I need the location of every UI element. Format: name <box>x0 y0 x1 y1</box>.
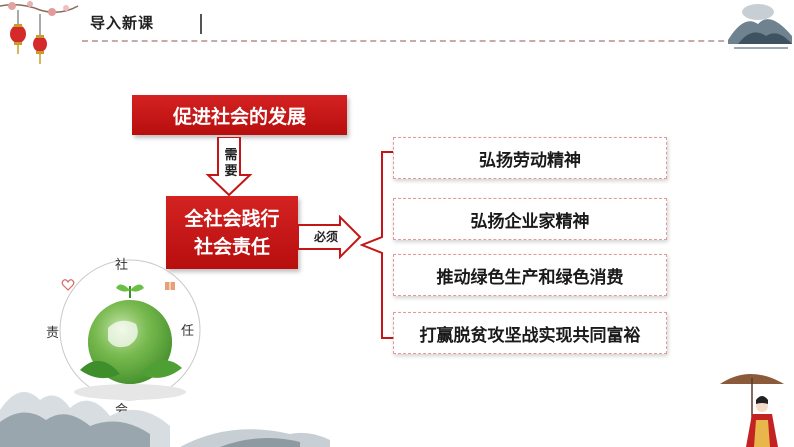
item-box: 打赢脱贫攻坚战实现共同富裕 <box>393 312 667 354</box>
header-dashed-line <box>82 40 754 42</box>
center-box-line2: 社会责任 <box>193 235 270 258</box>
bracket-connector <box>360 151 396 339</box>
social-responsibility-box: 全社会践行 社会责任 <box>166 196 298 269</box>
center-box-line1: 全社会践行 <box>184 207 280 230</box>
heart-icon <box>61 279 75 291</box>
must-label: 必须 <box>313 230 338 244</box>
item-box: 弘扬企业家精神 <box>393 198 667 240</box>
book-icon <box>165 282 175 290</box>
right-arrow-icon <box>298 215 362 259</box>
need-label: 需 要 <box>222 148 240 180</box>
green-globe-illustration <box>59 259 201 401</box>
figure-with-umbrella-icon <box>720 374 784 447</box>
circle-label-right: 任 <box>181 324 195 339</box>
ink-mountains-decoration-icon <box>0 392 330 447</box>
item-box: 推动绿色生产和绿色消费 <box>393 254 667 296</box>
circle-label-top: 社 <box>115 258 129 273</box>
mountain-decoration-icon <box>728 4 792 49</box>
item-box: 弘扬劳动精神 <box>393 137 667 179</box>
promote-society-box: 促进社会的发展 <box>132 95 347 135</box>
circle-label-left: 责 <box>46 326 60 341</box>
down-arrow-icon <box>205 137 253 197</box>
lantern-decoration-icon <box>0 1 79 64</box>
need-label-text: 需 要 <box>224 148 238 179</box>
page-title: 导入新课 <box>90 14 155 32</box>
header-divider <box>200 14 202 34</box>
